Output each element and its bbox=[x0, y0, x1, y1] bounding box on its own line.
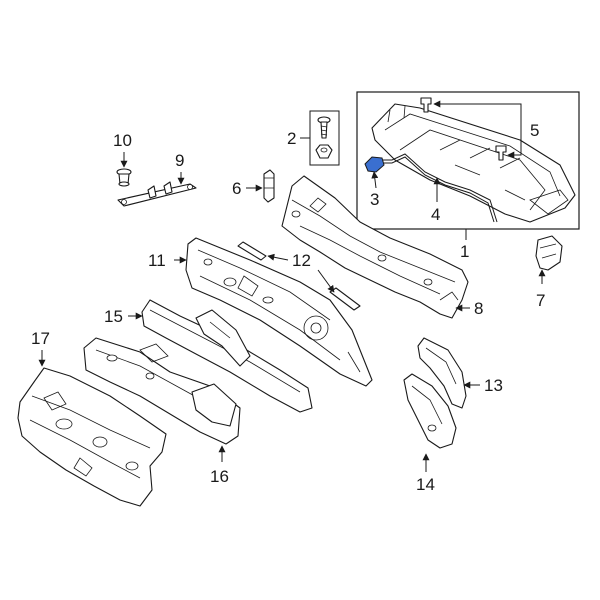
side-panel-lower[interactable] bbox=[403, 373, 457, 449]
leader-5b bbox=[507, 130, 522, 159]
bolt[interactable] bbox=[116, 168, 132, 187]
cross-member[interactable] bbox=[141, 299, 313, 413]
cowl-clip-lower[interactable] bbox=[495, 145, 507, 161]
side-panel-upper[interactable] bbox=[417, 337, 467, 409]
callout-9: 9 bbox=[175, 151, 184, 170]
callout-12: 12 bbox=[292, 251, 311, 270]
leader-3 bbox=[371, 171, 379, 189]
dash-lower-panel[interactable] bbox=[83, 337, 241, 445]
callout-3: 3 bbox=[370, 190, 379, 209]
callout-16: 16 bbox=[210, 467, 229, 486]
cowl-group-frame bbox=[356, 91, 580, 230]
callout-14: 14 bbox=[416, 475, 435, 494]
callout-17: 17 bbox=[31, 329, 50, 348]
callout-4: 4 bbox=[431, 205, 440, 224]
dash-insulator[interactable] bbox=[185, 237, 373, 387]
fastener-screw[interactable] bbox=[317, 116, 331, 139]
fastener-nut[interactable] bbox=[315, 144, 333, 159]
washer-nozzle[interactable] bbox=[364, 156, 385, 173]
side-bracket[interactable] bbox=[535, 235, 563, 271]
leader-5 bbox=[433, 100, 522, 130]
bracket-pin[interactable] bbox=[263, 169, 275, 203]
callout-2: 2 bbox=[287, 129, 296, 148]
callout-6: 6 bbox=[232, 179, 241, 198]
callout-8: 8 bbox=[474, 299, 483, 318]
leader-12a bbox=[267, 253, 289, 261]
reinforcement-bar[interactable] bbox=[117, 181, 197, 207]
callout-5: 5 bbox=[530, 121, 539, 140]
callout-13: 13 bbox=[484, 376, 503, 395]
leader-12b bbox=[317, 269, 335, 293]
dash-panel-upper[interactable] bbox=[281, 175, 469, 319]
callout-7: 7 bbox=[536, 291, 545, 310]
cowl-clip-upper[interactable] bbox=[420, 97, 432, 113]
dash-silencer[interactable] bbox=[17, 367, 167, 507]
callout-10: 10 bbox=[113, 131, 132, 150]
callout-1: 1 bbox=[460, 242, 469, 261]
callout-11: 11 bbox=[148, 251, 166, 270]
seal-strip-upper[interactable] bbox=[237, 241, 267, 261]
cowl-top-panel[interactable] bbox=[371, 103, 576, 223]
callout-15: 15 bbox=[104, 307, 123, 326]
